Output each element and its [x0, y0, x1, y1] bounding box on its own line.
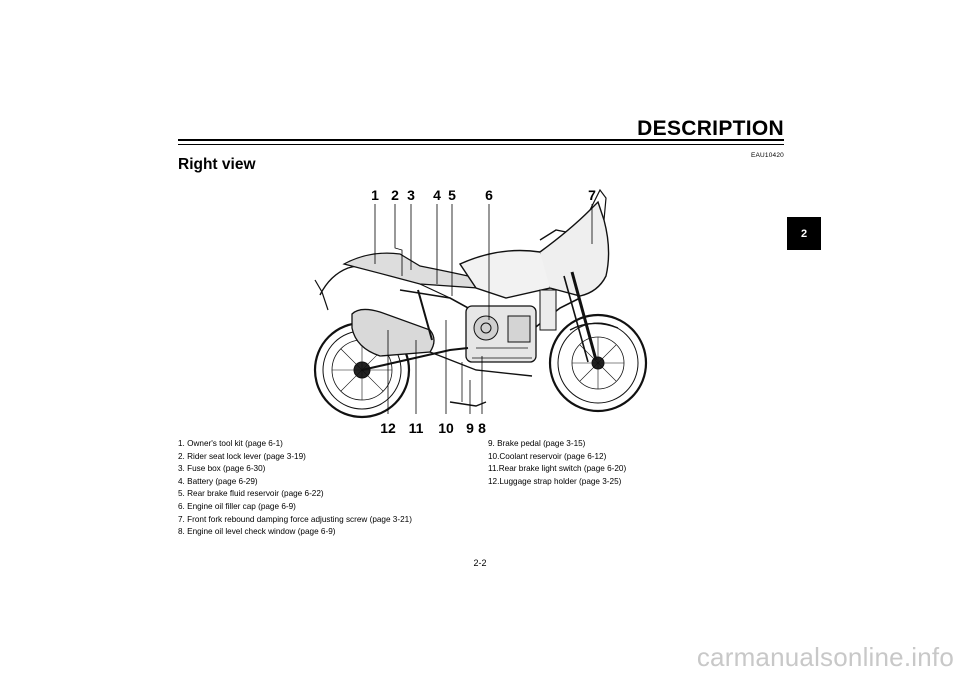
- legend-item: 1. Owner's tool kit (page 6-1): [178, 439, 283, 448]
- legend-item: 8. Engine oil level check window (page 6…: [178, 527, 336, 537]
- callout-12: 12: [380, 420, 396, 436]
- callout-7: 7: [588, 187, 596, 203]
- header-rule-thick: [178, 139, 784, 141]
- page-header-title: DESCRIPTION: [637, 117, 784, 140]
- legend-item: 9. Brake pedal (page 3-15): [488, 439, 586, 448]
- callout-9: 9: [466, 420, 474, 436]
- legend-item: 11.Rear brake light switch (page 6-20): [488, 464, 627, 474]
- callout-4: 4: [433, 187, 441, 203]
- callout-3: 3: [407, 187, 415, 203]
- legend-item: 3. Fuse box (page 6-30): [178, 464, 266, 474]
- callout-2: 2: [391, 187, 399, 203]
- legend-item: 12.Luggage strap holder (page 3-25): [488, 476, 622, 486]
- legend-item: 4. Battery (page 6-29): [178, 476, 258, 486]
- legend-item: 7. Front fork rebound damping force adju…: [178, 514, 412, 524]
- callout-10: 10: [438, 420, 454, 436]
- chapter-tab[interactable]: 2: [787, 217, 821, 250]
- legend-item: 2. Rider seat lock lever (page 3-19): [178, 451, 306, 461]
- legend-item: 10.Coolant reservoir (page 6-12): [488, 451, 607, 461]
- watermark-text: carmanualsonline.info: [696, 642, 954, 672]
- callout-5: 5: [448, 187, 456, 203]
- callout-11: 11: [408, 420, 424, 436]
- section-reference-code: EAU10420: [750, 152, 784, 159]
- motorcycle-illustration: [313, 188, 648, 419]
- legend-item: 6. Engine oil filler cap (page 6-9): [178, 501, 296, 511]
- legend-list-right: 9. Brake pedal (page 3-15) 10.Coolant re…: [488, 438, 626, 488]
- motorcycle-right-view-figure: 1 2 3 4 5 6 7 12 11 10 9 8: [300, 180, 660, 438]
- legend-item: 5. Rear brake fluid reservoir (page 6-22…: [178, 489, 324, 499]
- callout-1: 1: [371, 187, 379, 203]
- legend-list-left: 1. Owner's tool kit (page 6-1) 2. Rider …: [178, 438, 412, 539]
- callout-8: 8: [478, 420, 486, 436]
- callout-6: 6: [485, 187, 493, 203]
- page-number: 2-2: [473, 558, 487, 568]
- section-title: Right view: [178, 156, 256, 173]
- header-rule-thin: [178, 144, 784, 145]
